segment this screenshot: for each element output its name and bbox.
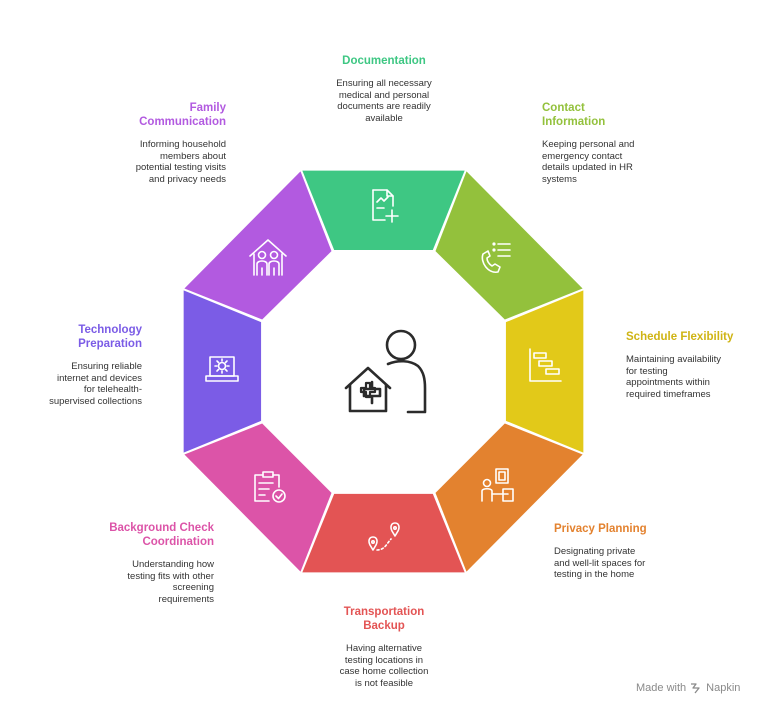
phone-list-icon (481, 242, 511, 273)
label-privacy: Privacy Planning Designating private and… (554, 522, 704, 581)
label-title: Contact Information (542, 102, 606, 128)
label-transport: Transportation Backup Having alternative… (308, 605, 460, 689)
label-desc: Keeping personal and emergency contact d… (542, 139, 635, 185)
label-contact: Contact Information Keeping personal and… (542, 101, 692, 185)
family-home-icon (249, 239, 287, 276)
segment-privacy (435, 423, 583, 572)
label-desc: Having alternative testing locations in … (339, 643, 429, 689)
label-technology: Technology Preparation Ensuring reliable… (2, 323, 142, 407)
napkin-watermark[interactable]: Made with Napkin (636, 682, 740, 694)
segment-contact (435, 171, 583, 320)
clipboard-check-icon (254, 471, 286, 503)
private-space-icon (481, 468, 514, 502)
medical-document-icon (372, 189, 399, 223)
label-title: Background Check Coordination (109, 522, 214, 548)
person-medical-home-icon (344, 329, 427, 414)
label-desc: Ensuring reliable internet and devices f… (49, 361, 142, 407)
label-desc: Understanding how testing fits with othe… (127, 559, 214, 605)
segment-background (184, 423, 332, 572)
label-title: Privacy Planning (554, 523, 647, 535)
segment-documentation (302, 170, 465, 251)
gantt-chart-icon (529, 348, 562, 382)
label-title: Technology Preparation (78, 324, 142, 350)
label-desc: Designating private and well-lit spaces … (554, 546, 646, 580)
laptop-gear-icon (205, 356, 239, 382)
label-desc: Ensuring all necessary medical and perso… (336, 78, 432, 124)
segment-schedule (505, 290, 584, 453)
label-background: Background Check Coordination Understand… (64, 521, 214, 605)
label-title: Transportation Backup (343, 606, 425, 632)
napkin-logo-icon (691, 683, 700, 694)
route-pins-icon (368, 522, 400, 551)
label-documentation: Documentation Ensuring all necessary med… (308, 54, 460, 124)
segment-family (184, 171, 332, 320)
watermark-text: Made with (636, 682, 687, 694)
label-title: Documentation (342, 55, 426, 67)
label-title: Schedule Flexibility (626, 331, 734, 343)
label-title: Family Communication (139, 102, 226, 128)
label-desc: Maintaining availability for testing app… (626, 354, 722, 400)
label-schedule: Schedule Flexibility Maintaining availab… (626, 330, 766, 400)
label-desc: Informing household members about potent… (135, 139, 226, 185)
watermark-brand: Napkin (706, 682, 741, 694)
label-family: Family Communication Informing household… (76, 101, 226, 185)
segment-transport (302, 493, 465, 573)
